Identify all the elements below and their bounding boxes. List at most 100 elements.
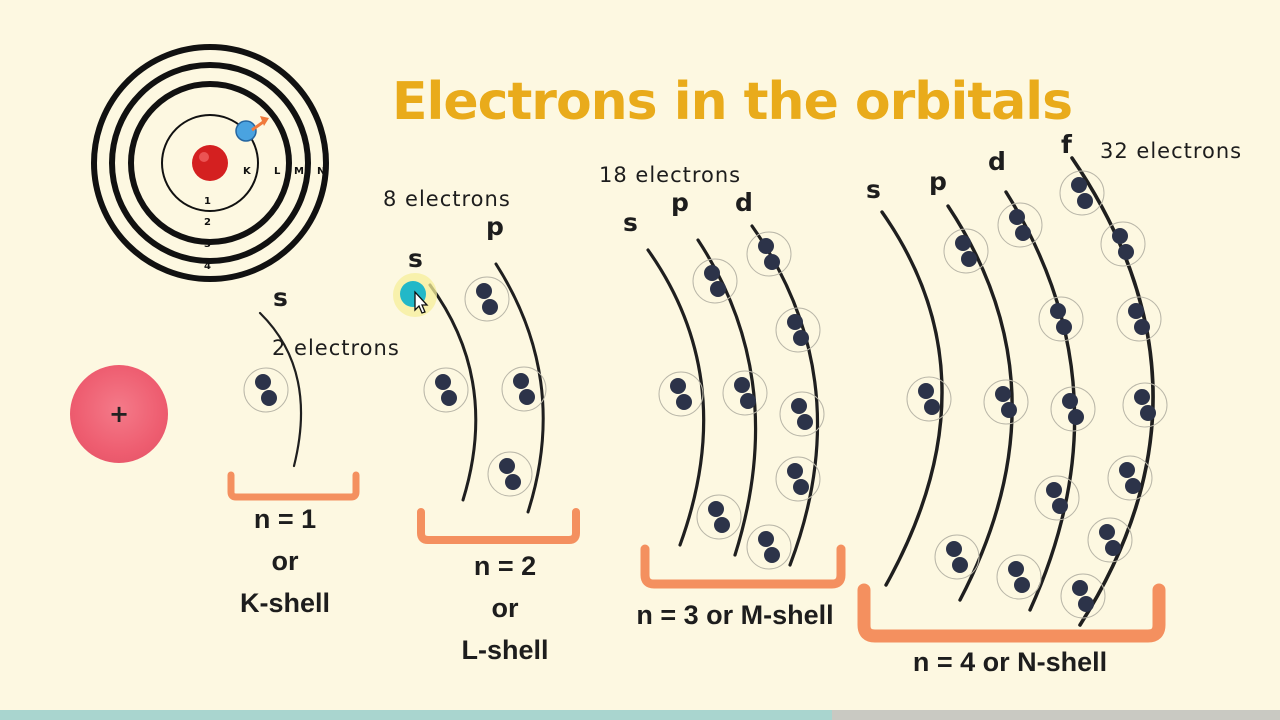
orbital-cell-m: [779, 391, 825, 437]
electron-l-4-b: [505, 474, 521, 490]
orbital-cell-l: [464, 276, 510, 322]
electron-count-n: 32 electrons: [1100, 139, 1243, 163]
electron-n-16-b: [1001, 402, 1017, 418]
orbital-cell-m: [746, 524, 792, 570]
shell-number-3: 3: [204, 239, 211, 250]
orbital-cell-l: [423, 367, 469, 413]
electron-m-10-a: [787, 314, 803, 330]
shell-ring-n: [91, 44, 329, 282]
shell-bracket-m: [640, 544, 846, 589]
electron-n-26-a: [1134, 389, 1150, 405]
electron-n-27-a: [1119, 462, 1135, 478]
orbital-arc-l-s: [428, 283, 478, 502]
orbital-cell-n: [1107, 455, 1153, 501]
shell-label-k-line3: K-shell: [239, 588, 331, 618]
electron-n-23-a: [1071, 177, 1087, 193]
orbital-cell-n: [1116, 296, 1162, 342]
orbital-arc-n-s: [880, 210, 944, 587]
orbital-cell-l: [487, 451, 533, 497]
shell-bracket-k: [227, 471, 360, 501]
orbital-cell-k: [243, 367, 289, 413]
electron-l-3-b: [519, 389, 535, 405]
orbital-arc-n-f: [1070, 156, 1155, 627]
orbital-cell-m: [746, 231, 792, 277]
electron-m-13-b: [764, 547, 780, 563]
shell-label-l: n = 2 or L-shell: [435, 545, 575, 671]
orbital-cell-m: [775, 456, 821, 502]
electron-m-5-a: [670, 378, 686, 394]
orbital-arc-m-s: [646, 248, 706, 547]
shell-label-k-line1: n = 1: [253, 504, 317, 534]
electron-l-2-a: [476, 283, 492, 299]
orbital-label-n-p: p: [929, 167, 947, 196]
electron-n-29-a: [1072, 580, 1088, 596]
shell-number-1: 1: [204, 196, 211, 207]
shell-ring-k: [161, 114, 259, 212]
electron-m-13-a: [758, 531, 774, 547]
orbital-cell-n: [906, 376, 952, 422]
electron-n-15-b: [961, 251, 977, 267]
electron-n-19-b: [1056, 319, 1072, 335]
shell-letter-m: M: [294, 166, 304, 177]
positive-charge-ball: +: [70, 365, 168, 463]
electron-m-9-b: [764, 254, 780, 270]
orbital-cell-n: [1087, 517, 1133, 563]
electron-m-12-b: [793, 479, 809, 495]
electron-m-11-b: [797, 414, 813, 430]
orbital-label-n-s: s: [866, 175, 881, 204]
video-progress-bar[interactable]: [0, 710, 1280, 720]
orbital-cell-n: [1038, 296, 1084, 342]
electron-motion-arrowhead: [260, 116, 269, 126]
electron-n-28-a: [1099, 524, 1115, 540]
electron-m-6-a: [704, 265, 720, 281]
electron-n-19-a: [1050, 303, 1066, 319]
shell-ring-m: [109, 62, 311, 264]
electron-l-3-a: [513, 373, 529, 389]
electron-n-25-a: [1128, 303, 1144, 319]
orbital-label-m-s: s: [623, 208, 638, 237]
orbital-cell-n: [1050, 386, 1096, 432]
electron-m-6-b: [710, 281, 726, 297]
orbital-cell-n: [997, 202, 1043, 248]
electron-n-18-a: [1009, 209, 1025, 225]
electron-n-20-b: [1068, 409, 1084, 425]
electron-n-16-a: [995, 386, 1011, 402]
shell-number-2: 2: [204, 217, 211, 228]
electron-n-24-a: [1112, 228, 1128, 244]
electron-n-21-b: [1052, 498, 1068, 514]
electron-m-8-b: [714, 517, 730, 533]
electron-n-20-a: [1062, 393, 1078, 409]
orbital-cell-n: [943, 228, 989, 274]
shell-letter-l: L: [274, 166, 281, 177]
electron-m-9-a: [758, 238, 774, 254]
electron-n-24-b: [1118, 244, 1134, 260]
orbital-label-m-d: d: [735, 188, 753, 217]
plus-sign: +: [108, 400, 130, 428]
orbital-cell-m: [692, 258, 738, 304]
electron-m-7-b: [740, 393, 756, 409]
electron-l-2-b: [482, 299, 498, 315]
electron-n-14-b: [924, 399, 940, 415]
electron-m-8-a: [708, 501, 724, 517]
orbital-cell-n: [996, 554, 1042, 600]
electron-count-k: 2 electrons: [272, 336, 400, 360]
orbital-label-k-s: s: [273, 283, 288, 312]
electron-k-0-b: [261, 390, 277, 406]
electron-n-22-a: [1008, 561, 1024, 577]
orbital-cell-n: [934, 534, 980, 580]
electron-k-0-a: [255, 374, 271, 390]
orbital-label-n-f: f: [1061, 130, 1072, 159]
electron-n-17-b: [952, 557, 968, 573]
electron-n-23-b: [1077, 193, 1093, 209]
electron-n-27-b: [1125, 478, 1141, 494]
electron-m-11-a: [791, 398, 807, 414]
electron-l-1-a: [435, 374, 451, 390]
shell-number-4: 4: [204, 261, 211, 272]
orbital-cell-m: [658, 371, 704, 417]
shell-label-l-line2: or: [491, 593, 519, 623]
orbital-cell-l: [501, 366, 547, 412]
video-progress-fill: [0, 710, 832, 720]
electron-n-25-b: [1134, 319, 1150, 335]
